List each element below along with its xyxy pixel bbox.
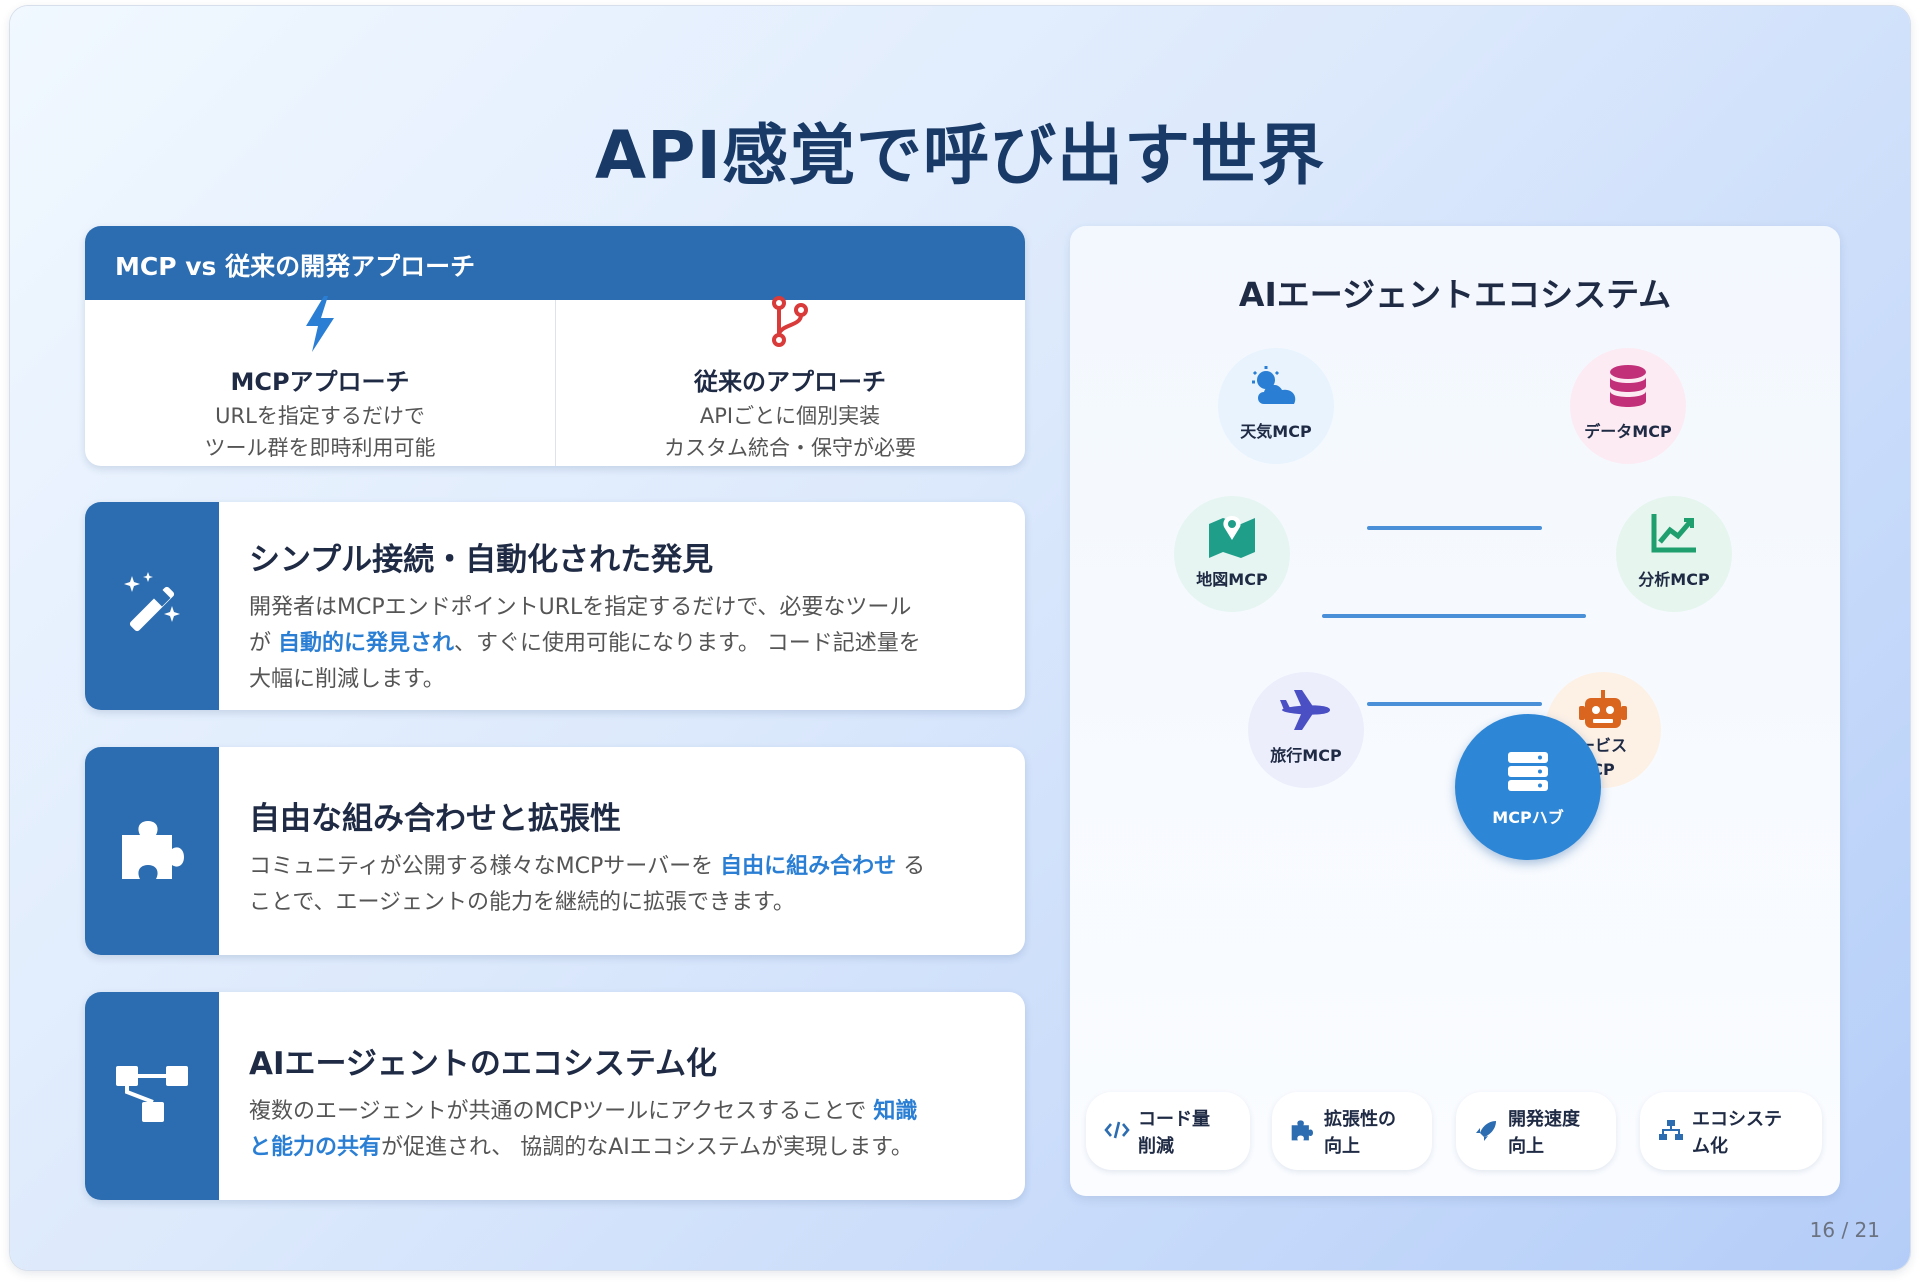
slide-title: API感覚で呼び出す世界 (594, 117, 1325, 194)
traditional-approach-title: 従来のアプローチ (694, 368, 886, 396)
slide: API感覚で呼び出す世界 MCP vs 従来の開発アプローチ MCPアプローチ … (10, 6, 1910, 1270)
robot-icon (1545, 688, 1661, 734)
code-icon (1104, 1119, 1130, 1145)
cloud-sun-icon (1218, 364, 1334, 412)
map-icon (1174, 512, 1290, 562)
magic-wand-icon (120, 572, 184, 640)
feature-icon-panel (85, 992, 219, 1200)
feature-description-line: コミュニティが公開する様々なMCPサーバーを 自由に組み合わせ る (249, 849, 989, 885)
feature-description-line: 大幅に削減します。 (249, 667, 445, 692)
rocket-icon (1474, 1119, 1498, 1145)
sitemap-icon (114, 1062, 190, 1130)
benefit-label: コード量削減 (1138, 1106, 1210, 1160)
traditional-approach-line1: APIごとに個別実装 (699, 404, 881, 428)
page-number: 16 / 21 (1809, 1218, 1880, 1242)
feature-title: AIエージェントのエコシステム化 (249, 1046, 717, 1082)
benefit-label-line: ム化 (1692, 1136, 1728, 1157)
feature-description: コミュニティが公開する様々なMCPサーバーを 自由に組み合わせ る ことで、エー… (249, 849, 989, 921)
text-segment: る (896, 854, 926, 879)
mcp-approach-line1: URLを指定するだけで (215, 404, 425, 428)
feature-description-line: と能力の共有が促進され、 協調的なAIエコシステムが実現します。 (249, 1130, 989, 1166)
benefit-label-line: エコシステ (1692, 1109, 1782, 1130)
ecosystem-title: AIエージェントエコシステム (1238, 275, 1672, 314)
node-map-mcp: 地図MCP (1174, 496, 1290, 612)
node-label: データMCP (1584, 422, 1672, 441)
benefit-chip-extensibility: 拡張性の向上 (1272, 1092, 1432, 1170)
node-weather-mcp: 天気MCP (1218, 348, 1334, 464)
bolt-icon (302, 296, 338, 356)
benefit-label: 開発速度向上 (1508, 1106, 1580, 1160)
benefit-label-line: コード量 (1138, 1109, 1210, 1130)
benefit-label-line: 向上 (1324, 1136, 1360, 1157)
text-segment: が (249, 631, 278, 656)
mcp-approach-title: MCPアプローチ (230, 368, 410, 396)
text-segment: が促進され、 協調的なAIエコシステムが実現します。 (381, 1135, 913, 1160)
benefit-label: 拡張性の向上 (1324, 1106, 1396, 1160)
traditional-approach-column: 従来のアプローチ APIごとに個別実装 カスタム統合・保守が必要 (555, 296, 1025, 466)
comparison-header: MCP vs 従来の開発アプローチ (85, 226, 1025, 300)
mcp-approach-column: MCPアプローチ URLを指定するだけで ツール群を即時利用可能 (85, 296, 556, 466)
feature-description-line: が 自動的に発見され、すぐに使用可能になります。 コード記述量を (249, 626, 989, 662)
highlight-text: 自由に組み合わせ (720, 854, 897, 879)
connector-line (1367, 702, 1542, 706)
connector-line (1367, 526, 1542, 530)
highlight-text: と能力の共有 (249, 1135, 382, 1160)
plane-icon (1248, 688, 1364, 736)
node-analysis-mcp: 分析MCP (1616, 496, 1732, 612)
benefit-label-line: 向上 (1508, 1136, 1544, 1157)
node-data-mcp: データMCP (1570, 348, 1686, 464)
connector-line (1322, 614, 1586, 618)
feature-description: 複数のエージェントが共通のMCPツールにアクセスすることで 知識 と能力の共有が… (249, 1094, 989, 1166)
database-icon (1570, 364, 1686, 414)
feature-description-line: 複数のエージェントが共通のMCPツールにアクセスすることで 知識 (249, 1094, 989, 1130)
comparison-card: MCP vs 従来の開発アプローチ MCPアプローチ URLを指定するだけで ツ… (85, 226, 1025, 466)
text-segment: 、すぐに使用可能になります。 コード記述量を (454, 631, 921, 656)
server-icon (1455, 750, 1601, 798)
benefit-label-line: 開発速度 (1508, 1109, 1580, 1130)
node-label: 分析MCP (1638, 570, 1710, 589)
traditional-approach-line2: カスタム統合・保守が必要 (664, 436, 916, 460)
feature-icon-panel (85, 747, 219, 955)
benefit-chip-code: コード量削減 (1086, 1092, 1250, 1170)
mcp-approach-line2: ツール群を即時利用可能 (204, 436, 436, 460)
node-travel-mcp: 旅行MCP (1248, 672, 1364, 788)
benefit-chip-ecosystem: エコシステム化 (1640, 1092, 1822, 1170)
puzzle-icon (1290, 1119, 1314, 1145)
node-label: 地図MCP (1196, 570, 1268, 589)
text-segment: 複数のエージェントが共通のMCPツールにアクセスすることで (249, 1099, 874, 1124)
feature-title: 自由な組み合わせと拡張性 (249, 801, 621, 837)
highlight-text: 知識 (873, 1099, 918, 1124)
benefit-label-line: 拡張性の (1324, 1109, 1396, 1130)
benefit-chip-speed: 開発速度向上 (1456, 1092, 1616, 1170)
feature-card-ecosystem: AIエージェントのエコシステム化 複数のエージェントが共通のMCPツールにアクセ… (85, 992, 1025, 1200)
feature-card-simple-connect: シンプル接続・自動化された発見 開発者はMCPエンドポイントURLを指定するだけ… (85, 502, 1025, 710)
feature-title: シンプル接続・自動化された発見 (249, 542, 714, 578)
feature-description-line: ことで、エージェントの能力を継続的に拡張できます。 (249, 890, 795, 915)
network-icon (1658, 1119, 1684, 1145)
highlight-text: 自動的に発見され (278, 631, 455, 656)
ecosystem-panel: AIエージェントエコシステム 天気MCP (1070, 226, 1840, 1196)
text-segment: コミュニティが公開する様々なMCPサーバーを (249, 854, 721, 879)
node-label: 旅行MCP (1270, 746, 1342, 765)
branch-icon (770, 296, 810, 352)
feature-icon-panel (85, 502, 219, 710)
benefit-label-line: 削減 (1138, 1136, 1174, 1157)
feature-description-line: 開発者はMCPエンドポイントURLを指定するだけで、必要なツール (249, 595, 912, 620)
hub-label: MCPハブ (1492, 808, 1564, 827)
benefit-label: エコシステム化 (1692, 1106, 1782, 1160)
feature-description: 開発者はMCPエンドポイントURLを指定するだけで、必要なツール が 自動的に発… (249, 590, 989, 698)
feature-card-combination: 自由な組み合わせと拡張性 コミュニティが公開する様々なMCPサーバーを 自由に組… (85, 747, 1025, 955)
chart-line-icon (1616, 512, 1732, 558)
node-label: 天気MCP (1240, 422, 1312, 441)
mcp-hub: MCPハブ (1455, 714, 1601, 860)
puzzle-icon (118, 817, 186, 885)
